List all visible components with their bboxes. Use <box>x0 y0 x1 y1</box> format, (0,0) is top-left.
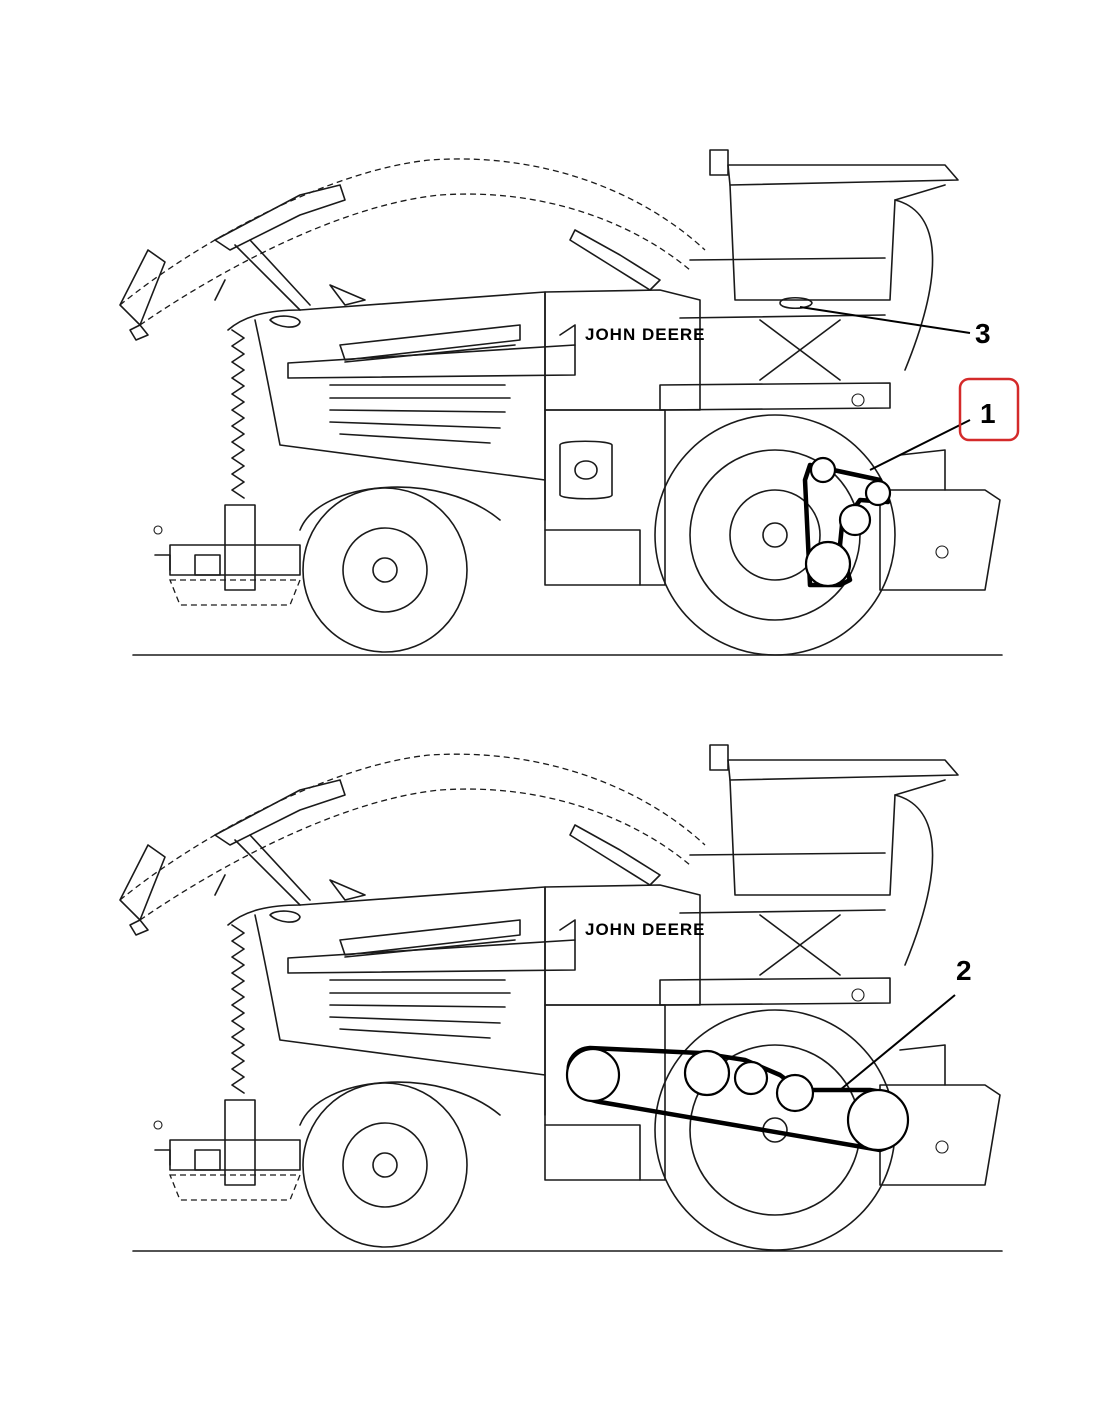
front-wheel <box>299 1081 501 1248</box>
belt-2-pulley-mid2 <box>733 1060 769 1096</box>
callout-1-label: 1 <box>980 398 996 429</box>
belt-1-pulley-main <box>804 540 852 588</box>
callout-1-leader <box>869 419 971 471</box>
belt-1-pulley-right <box>864 479 892 507</box>
callout-2-leader <box>839 994 956 1091</box>
engine-hood <box>227 886 576 1116</box>
callout-3[interactable]: 3 <box>799 306 991 349</box>
callout-3-label: 3 <box>975 318 991 349</box>
belt-2-pulley-left <box>565 1047 621 1103</box>
belt-1-pulley-idler <box>838 503 872 537</box>
radiator-screen <box>231 924 245 1094</box>
front-hitch <box>153 504 301 606</box>
radiator-screen <box>231 329 245 499</box>
cab <box>659 149 959 411</box>
belt-1 <box>802 456 892 588</box>
spout <box>119 158 706 341</box>
callout-3-leader <box>799 306 971 334</box>
brand-label-top: JOHN DEERE <box>585 325 706 344</box>
callout-1[interactable]: 1 <box>869 377 1020 471</box>
engine-hood <box>227 291 576 521</box>
belt-2 <box>565 1045 910 1153</box>
belt-2-pulley-mid3 <box>775 1073 815 1113</box>
rear-drive-housing <box>879 449 1001 591</box>
rear-drive-housing <box>879 1044 1001 1186</box>
side-body <box>544 289 701 586</box>
belt-1-pulley-top <box>809 456 837 484</box>
cab <box>659 744 959 1006</box>
front-wheel <box>299 486 501 653</box>
side-body <box>544 884 701 1181</box>
harvester-view-bottom: JOHN DEERE 2 <box>119 744 1003 1252</box>
belt-2-pulley-right <box>846 1088 910 1152</box>
callout-2[interactable]: 2 <box>839 955 972 1091</box>
belt-2-pulley-mid1 <box>683 1049 731 1097</box>
callout-2-label: 2 <box>956 955 972 986</box>
harvester-view-top: JOHN DEERE 3 1 <box>119 149 1020 656</box>
brand-label-bottom: JOHN DEERE <box>585 920 706 939</box>
spout <box>119 753 706 936</box>
front-hitch <box>153 1099 301 1201</box>
callout-1-highlight-box <box>958 377 1020 442</box>
